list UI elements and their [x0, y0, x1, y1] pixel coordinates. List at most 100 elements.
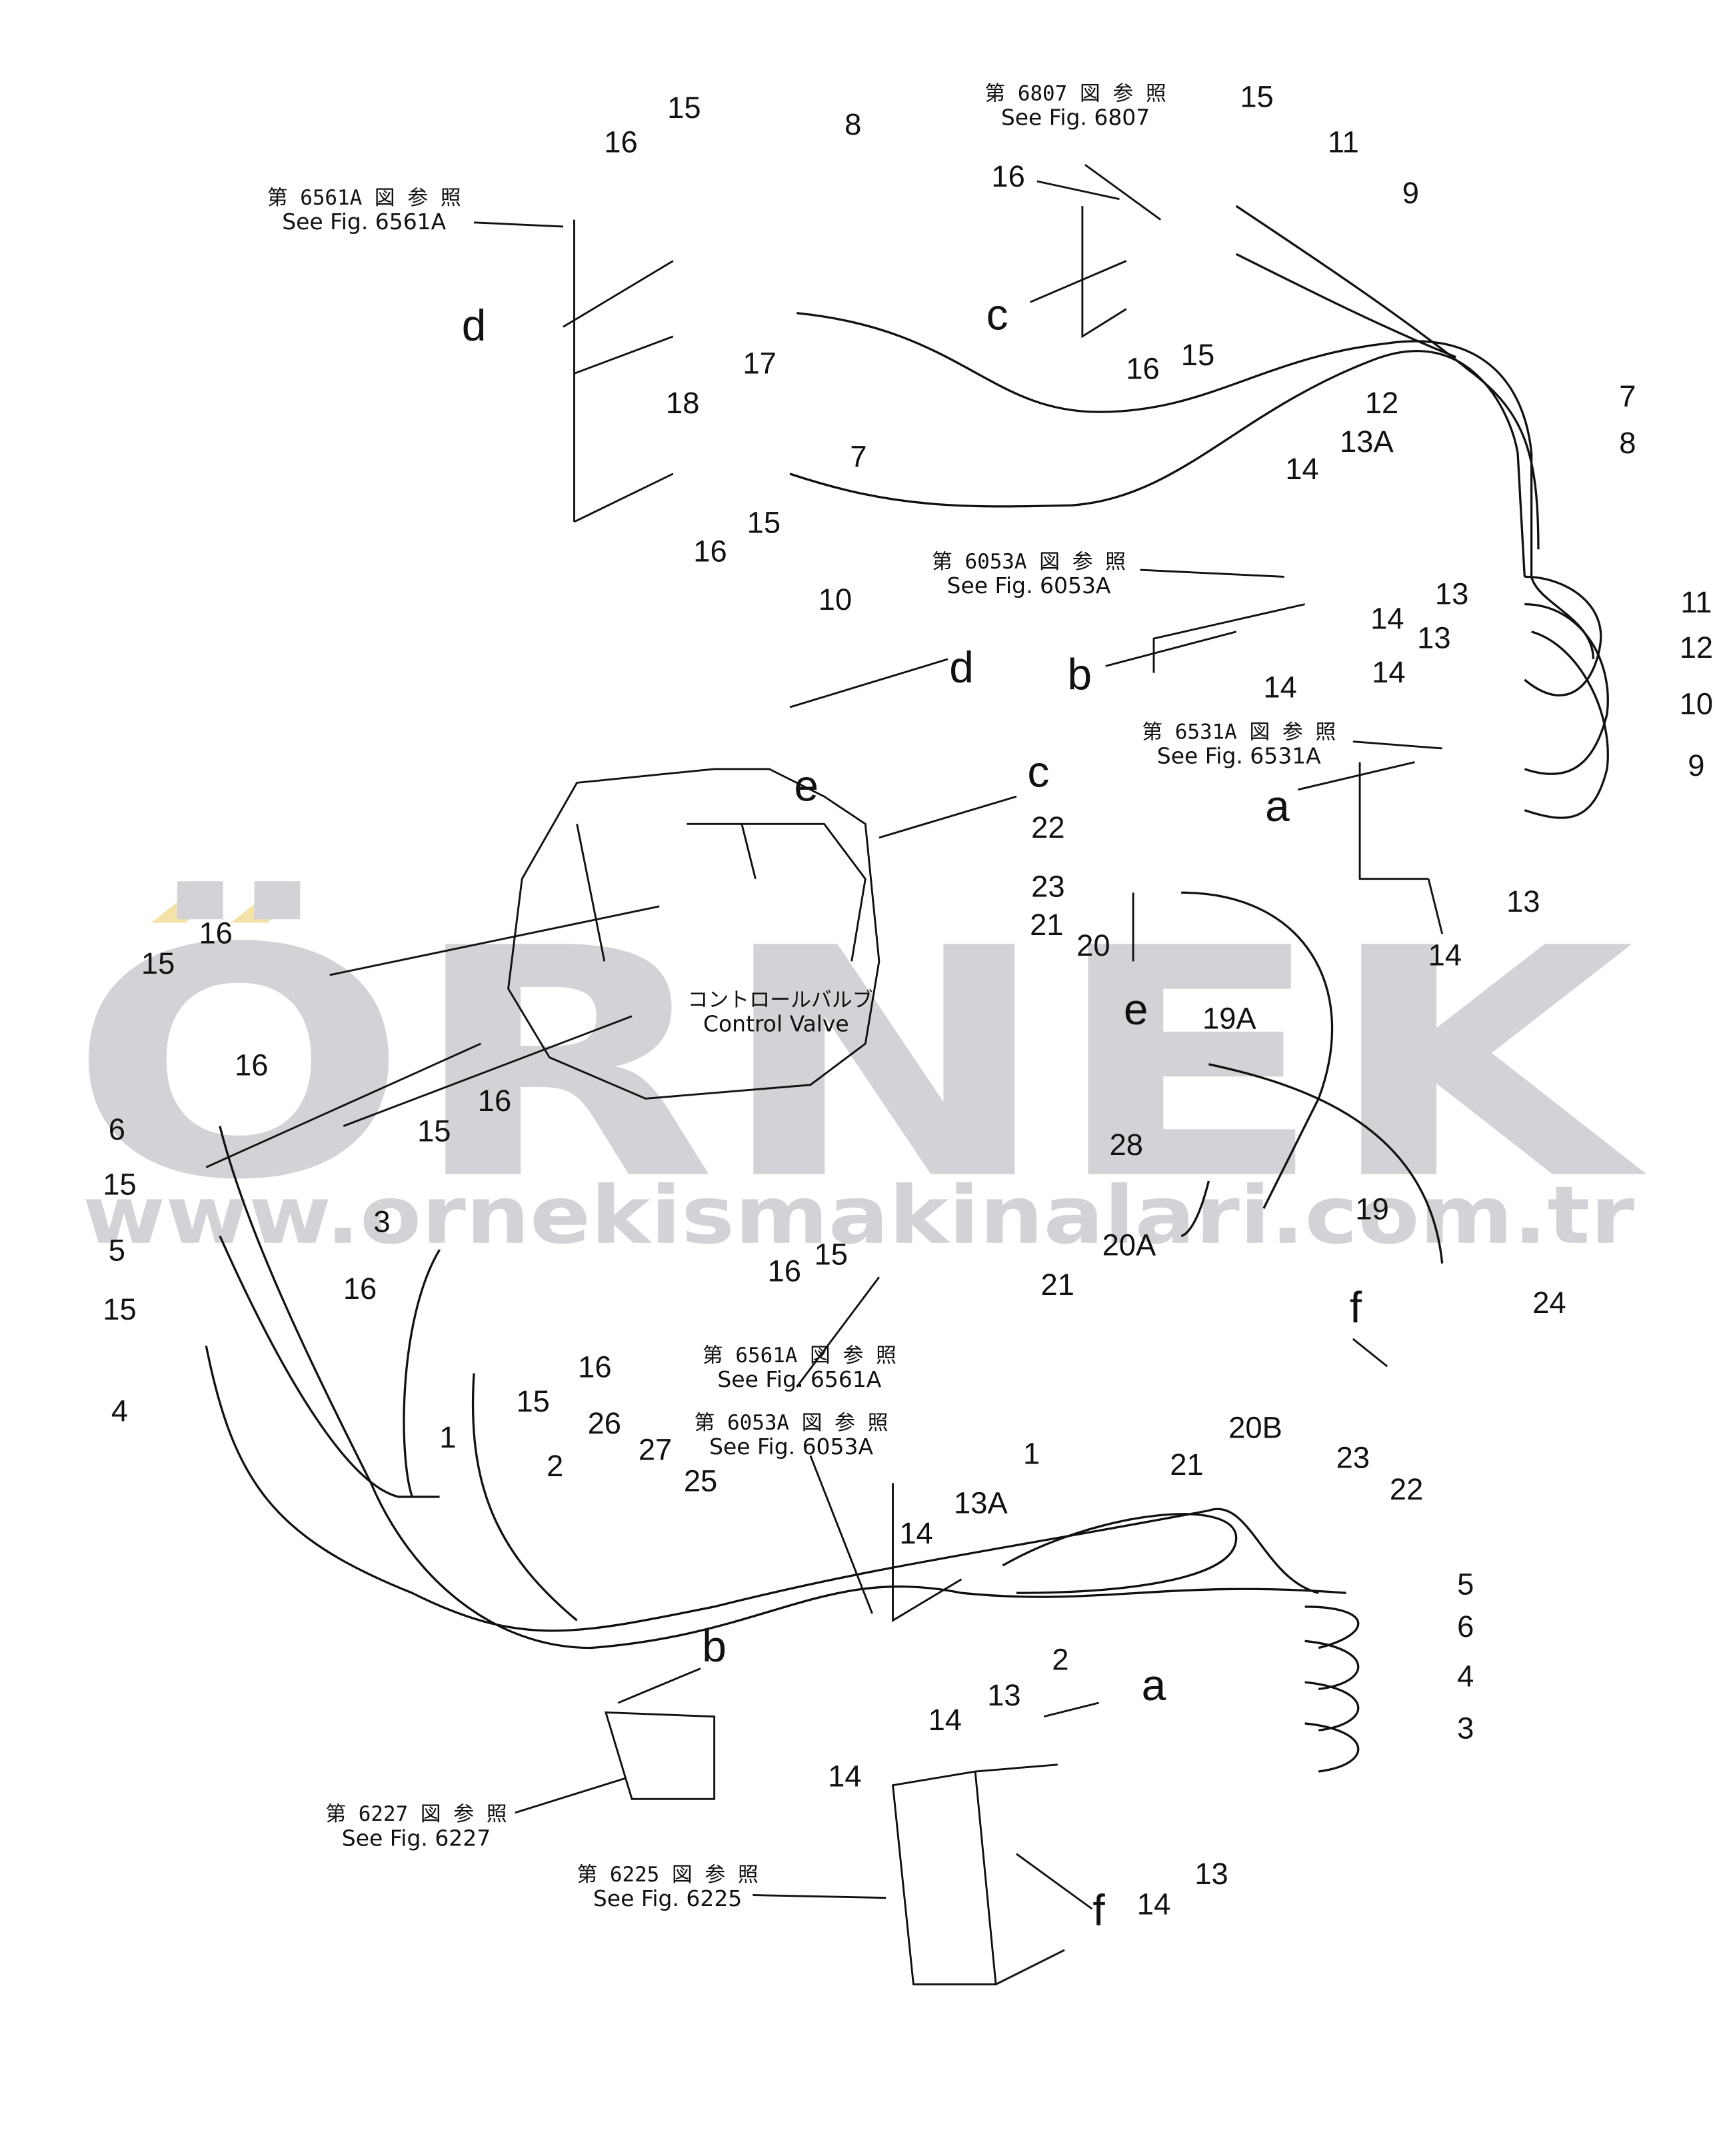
callout-number: 27: [639, 1432, 672, 1466]
callout-number: 23: [1031, 870, 1064, 904]
callout-number: 9: [1402, 176, 1419, 210]
callout-number: 15: [141, 946, 175, 980]
callout-number: 14: [899, 1516, 932, 1550]
callout-number: 16: [1126, 352, 1159, 386]
callout-number: 20: [1076, 928, 1110, 962]
connection-letter: a: [1265, 781, 1290, 830]
callout-number: 21: [1041, 1268, 1074, 1302]
connection-letter: a: [1142, 1660, 1166, 1709]
connection-letter: c: [1027, 747, 1049, 796]
hoses: [205, 205, 1609, 1773]
callout-number: 2: [547, 1449, 563, 1483]
control-valve: [205, 768, 880, 1168]
callout-number: 5: [109, 1234, 125, 1268]
connection-letter: d: [949, 642, 974, 692]
callout-number: 14: [1285, 452, 1318, 486]
watermark-url: www.ornekismakinalari.com.tr: [83, 1170, 1634, 1262]
connection-letter: c: [986, 290, 1008, 339]
callout-number: 13: [1435, 577, 1468, 611]
connection-letter: b: [1067, 649, 1092, 698]
callout-number: 23: [1336, 1441, 1370, 1475]
callout-number: 13A: [954, 1486, 1008, 1520]
figure-reference-jp: 第 6053A 図 参 照: [695, 1411, 888, 1435]
figure-reference-jp: 第 6531A 図 参 照: [1142, 720, 1336, 744]
callout-number: 16: [578, 1350, 611, 1384]
callout-number: 14: [1370, 602, 1404, 636]
watermark-brand: ÖRNEK: [69, 878, 1650, 1248]
callout-number: 12: [1365, 386, 1398, 420]
callout-number: 6: [1457, 1610, 1474, 1643]
callout-number: 16: [604, 125, 637, 159]
callout-number: 16: [199, 916, 232, 950]
callout-number: 22: [1390, 1472, 1423, 1506]
figure-reference-jp: 第 6225 図 参 照: [577, 1863, 758, 1887]
connection-letter: e: [794, 760, 819, 810]
callout-number: 16: [693, 535, 727, 568]
callout-number: 15: [103, 1168, 136, 1202]
callout-number: 14: [1372, 655, 1405, 689]
figure-reference-en: See Fig. 6225: [593, 1885, 742, 1911]
figure-reference-en: See Fig. 6561A: [282, 209, 446, 235]
callout-number: 13: [1506, 884, 1540, 918]
callout-number: 8: [1619, 426, 1636, 460]
callout-number: 20B: [1228, 1410, 1282, 1444]
callout-number: 14: [1263, 670, 1296, 704]
callout-number: 2: [1052, 1643, 1068, 1677]
callout-number: 15: [1181, 338, 1214, 372]
callout-number: 14: [1137, 1887, 1170, 1921]
callout-number: 10: [1680, 686, 1713, 720]
callout-number: 13: [1194, 1857, 1228, 1891]
callout-number: 15: [667, 91, 701, 125]
callout-number: 13A: [1340, 425, 1394, 459]
callout-number: 25: [684, 1464, 717, 1498]
callout-number: 15: [1240, 80, 1273, 114]
control-valve-label-jp: コントロールバルブ: [688, 988, 873, 1012]
callout-number: 8: [845, 107, 861, 141]
callout-number: 20A: [1102, 1228, 1156, 1262]
figure-reference-en: See Fig. 6053A: [709, 1434, 873, 1460]
callout-number: 16: [343, 1272, 377, 1306]
callout-number: 4: [111, 1394, 128, 1428]
callout-number: 15: [103, 1292, 136, 1326]
watermark: ÖRNEK www.ornekismakinalari.com.tr: [69, 878, 1650, 1262]
control-valve-label-en: Control Valve: [703, 1010, 849, 1036]
connection-letter: f: [1092, 1885, 1105, 1935]
figure-reference-jp: 第 6561A 図 参 照: [703, 1344, 896, 1368]
callout-number: 11: [1680, 585, 1712, 619]
callout-number: 9: [1688, 748, 1704, 782]
figure-reference-jp: 第 6227 図 参 照: [325, 1802, 507, 1826]
connection-letter: f: [1350, 1282, 1362, 1332]
callout-number: 16: [478, 1084, 511, 1118]
figure-reference-en: See Fig. 6053A: [947, 572, 1111, 598]
figure-reference-jp: 第 6053A 図 参 照: [932, 550, 1126, 574]
callout-number: 4: [1457, 1659, 1474, 1693]
figure-reference-en: See Fig. 6561A: [717, 1366, 881, 1392]
callout-number: 1: [1023, 1437, 1040, 1471]
callout-number: 7: [850, 440, 866, 474]
connection-letter: d: [462, 301, 487, 350]
callout-number: 24: [1532, 1286, 1566, 1320]
callout-number: 14: [828, 1759, 861, 1793]
callout-number: 16: [991, 159, 1024, 193]
callout-number: 13: [1417, 621, 1450, 655]
callout-number: 15: [516, 1384, 549, 1418]
control-valve-label: コントロールバルブ Control Valve: [688, 988, 873, 1036]
leader-lines: [473, 164, 1444, 1985]
figure-reference-jp: 第 6807 図 参 照: [984, 81, 1166, 105]
callout-number: 26: [588, 1406, 621, 1440]
callout-number: 3: [1457, 1711, 1474, 1745]
callout-number: 11: [1328, 125, 1359, 159]
callout-number: 7: [1619, 379, 1636, 413]
callout-number: 19: [1355, 1192, 1388, 1226]
callout-number: 17: [743, 346, 776, 380]
watermark-accent: [151, 890, 296, 923]
callout-number: 15: [815, 1238, 848, 1272]
callout-number: 1: [439, 1420, 456, 1454]
callout-number: 6: [109, 1112, 125, 1146]
callout-number: 21: [1030, 908, 1063, 942]
callout-number: 5: [1457, 1567, 1474, 1601]
callout-number: 10: [819, 582, 852, 616]
